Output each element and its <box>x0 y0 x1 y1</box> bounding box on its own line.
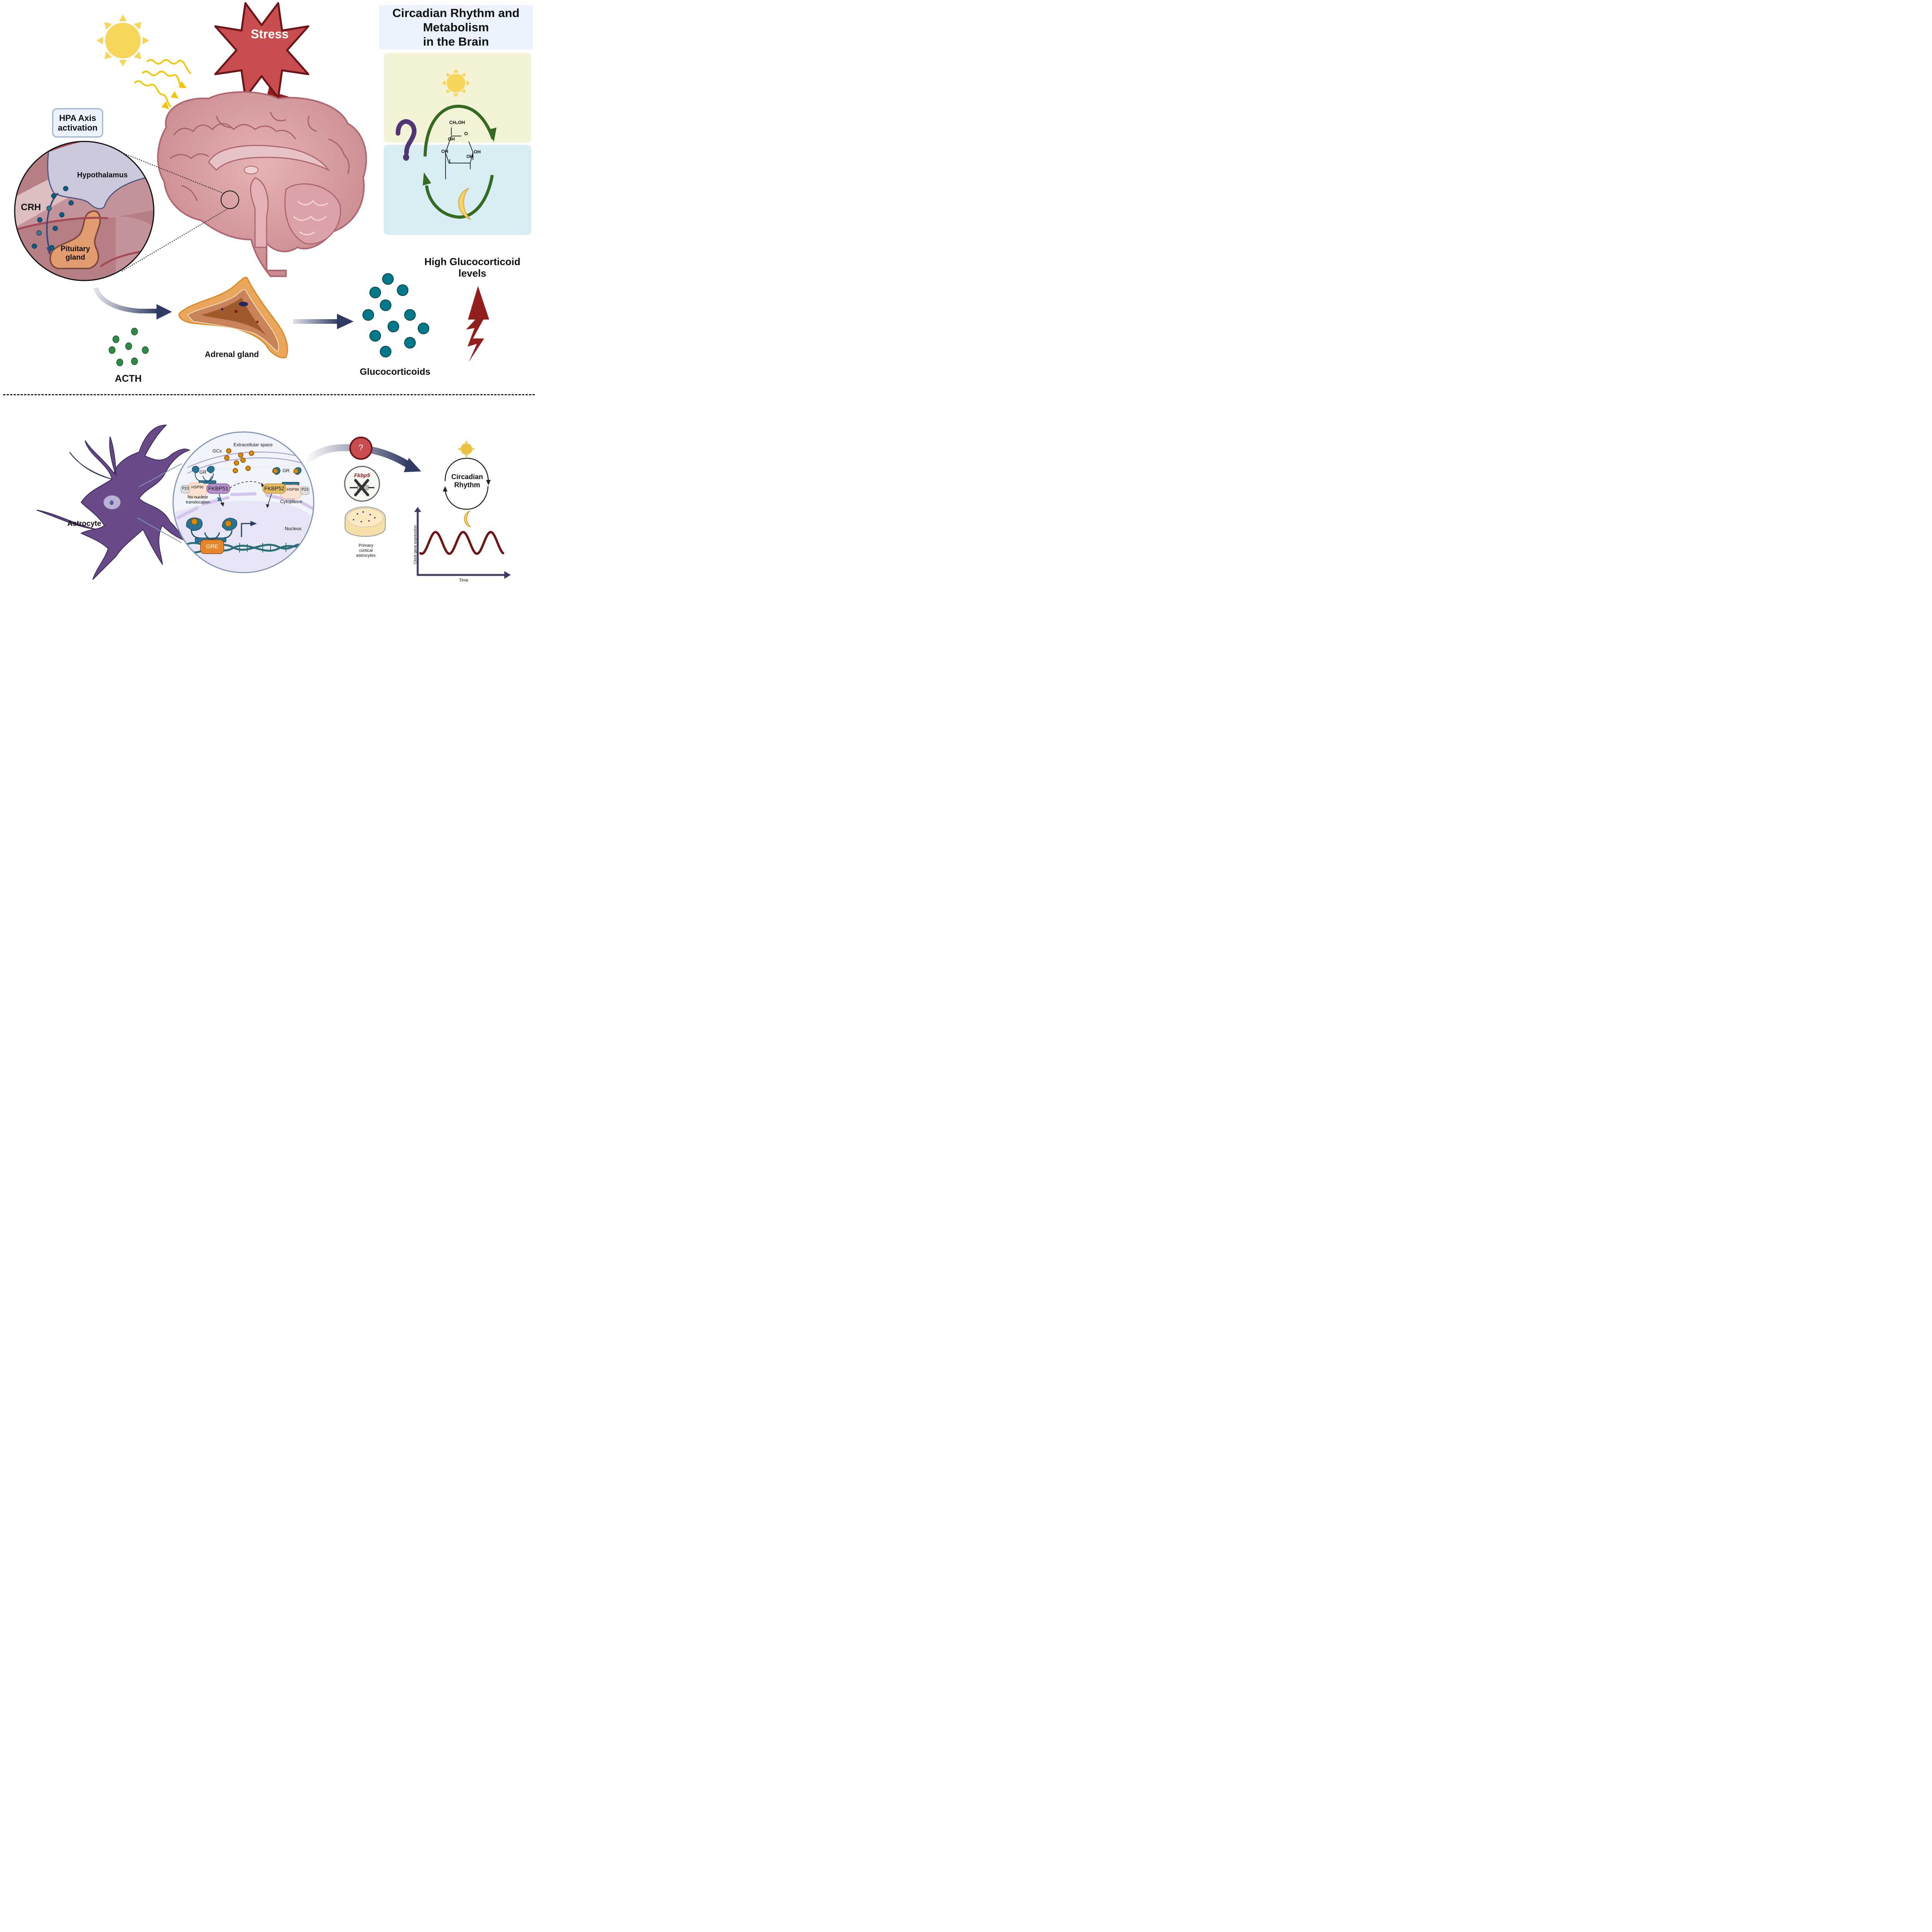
acth-label: ACTH <box>115 373 142 384</box>
nucleus-label: Nucleus <box>285 526 302 531</box>
petri-dish-icon <box>345 507 386 537</box>
hsp90-label-right: HSP90 <box>287 488 299 492</box>
glucose-ch2oh-label: CH₂OH <box>449 120 465 125</box>
adrenal-gland-icon <box>179 277 288 359</box>
cell-zoom-circle <box>172 431 315 573</box>
sun-icon-bottom <box>458 440 475 457</box>
question-mark-icon <box>396 119 417 161</box>
circadian-rhythm-label: Circadian Rhythm <box>451 473 483 489</box>
question-badge-label: ? <box>358 443 364 452</box>
figure-title: Circadian Rhythm and Metabolism in the B… <box>392 6 520 49</box>
hpa-activation-label: HPA Axis activation <box>58 113 98 133</box>
gr-label-right: GR <box>282 468 289 473</box>
adrenal-gland-label: Adrenal gland <box>204 350 259 359</box>
hypothalamus-label: Hypothalamus <box>77 171 128 179</box>
crh-label: CRH <box>21 202 41 213</box>
crh-molecules <box>32 186 74 250</box>
astrocyte-nucleus <box>104 495 121 509</box>
gcs-label: GCs <box>213 448 222 454</box>
moon-icon-bottom <box>464 510 471 527</box>
x-axis-label: Time <box>459 578 469 583</box>
clock-gene-curve <box>419 531 504 555</box>
day-panel <box>384 53 531 143</box>
sun-icon <box>97 15 149 66</box>
high-gc-arrow-bolt-icon <box>466 286 489 362</box>
glucose-oh-label: OH <box>474 149 481 155</box>
adrenal-to-gc-arrow <box>293 314 354 329</box>
acth-to-adrenal-arrow <box>94 287 172 320</box>
hsp90-label-left: HSP90 <box>191 485 204 490</box>
fkbp5-knockout-label: Fkbp5 <box>354 472 370 478</box>
title-panel: Circadian Rhythm and Metabolism in the B… <box>379 5 533 49</box>
glucose-molecule-icon <box>445 128 473 179</box>
stress-burst-icon <box>214 2 310 99</box>
extracellular-label: Extracellular space <box>233 442 273 447</box>
glucocorticoids-label: Glucocorticoids <box>360 367 430 377</box>
gc-molecules <box>224 448 254 473</box>
y-axis-arrowhead <box>414 507 421 512</box>
astrocyte-icon <box>36 424 190 580</box>
glucose-oh-label: OH <box>466 154 473 159</box>
astrocyte-label: Astrocyte <box>67 520 101 528</box>
knockout-badge <box>344 466 380 502</box>
culture-label: Primary cortical astrocytes <box>356 543 376 558</box>
night-panel <box>384 145 531 235</box>
glucocorticoid-molecules <box>362 273 429 357</box>
gr-label-left: GR <box>199 469 206 475</box>
pituitary-label: Pituitary gland <box>60 245 90 262</box>
x-axis-arrowhead <box>504 571 511 579</box>
astrocyte-zoom-lines <box>137 463 182 543</box>
glucose-o-label: O <box>464 131 468 136</box>
moon-icon <box>458 187 471 220</box>
cycle-arrowhead-icon <box>486 480 491 485</box>
cycle-arrowhead-icon <box>443 486 447 492</box>
sun-icon-small <box>442 69 470 97</box>
section-divider <box>3 394 535 395</box>
acth-molecules <box>109 328 149 366</box>
fkbp51-label: FKBP51 <box>208 485 229 492</box>
hpa-zoom-circle <box>14 141 155 281</box>
no-translocation-label: No nuclear translocation <box>185 495 210 505</box>
fkbp52-label: FKBP52 <box>264 485 285 492</box>
glucose-oh-label: OH <box>448 136 455 142</box>
brain-sagittal-icon <box>157 91 367 277</box>
high-gc-label: High Glucocorticoid levels <box>424 256 520 279</box>
stress-label: Stress <box>251 27 289 41</box>
glucose-oh-label: OH <box>441 149 448 154</box>
diagram-canvas <box>14 2 511 580</box>
cycle-arrows-icon <box>423 104 497 219</box>
gre-label: GRE <box>206 543 219 550</box>
circadian-cycle-icon <box>444 457 489 510</box>
clock-gene-chart <box>414 507 511 579</box>
y-axis-label: Clock gene expression <box>413 525 418 565</box>
cytoplasm-label: Cytoplasm <box>280 499 302 504</box>
p23-label-right: P23 <box>301 488 308 492</box>
zoom-lines <box>121 152 228 272</box>
question-badge <box>349 437 372 460</box>
light-rays-icon <box>134 59 192 109</box>
p23-label-left: P23 <box>182 486 189 491</box>
hpa-activation-box: HPA Axis activation <box>52 108 103 138</box>
